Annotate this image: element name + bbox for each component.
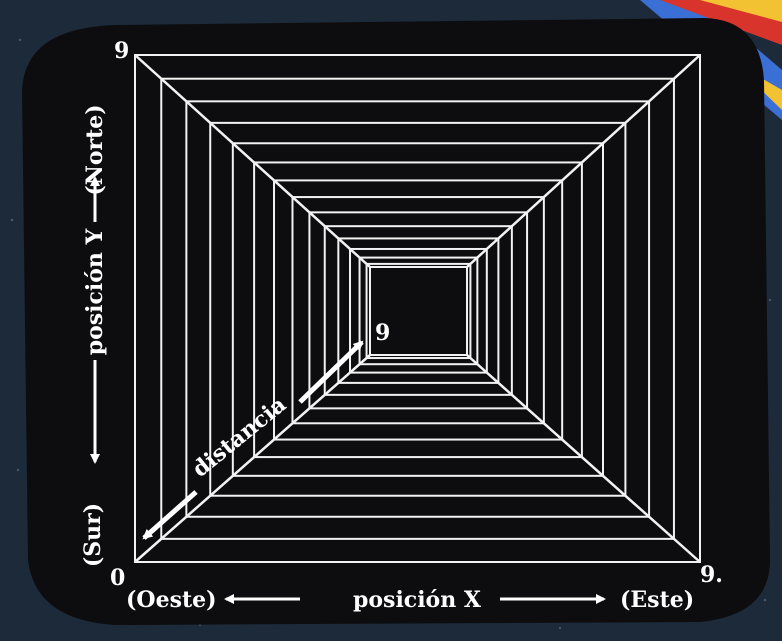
corner-bottom-right-label: 9.	[700, 562, 723, 588]
y-axis-label: posición Y	[82, 228, 108, 355]
x-axis-label: posición X	[353, 587, 482, 613]
corner-bottom-left-label: 0	[110, 565, 125, 591]
east-label: (Este)	[620, 587, 694, 613]
corner-top-left-label: 9	[114, 38, 129, 64]
center-depth-label: 9	[375, 320, 390, 346]
south-label: (Sur)	[80, 503, 106, 567]
west-label: (Oeste)	[126, 587, 217, 613]
